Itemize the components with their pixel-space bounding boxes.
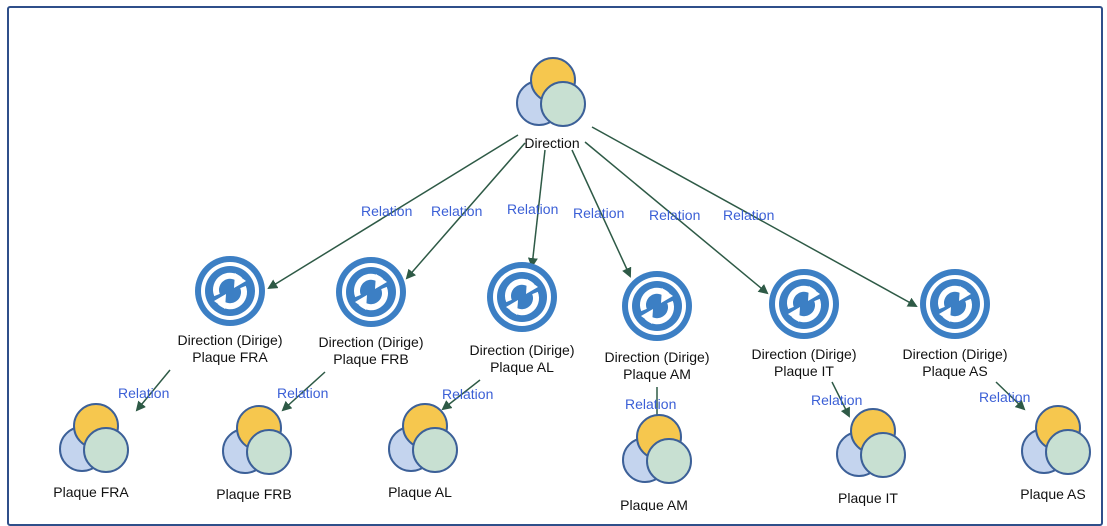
- entity-venn-icon: [222, 405, 292, 475]
- relationship-label-line1: Direction (Dirige): [469, 342, 574, 358]
- relationship-label-line2: Plaque AL: [490, 359, 554, 375]
- entity-venn-icon: [1021, 405, 1091, 475]
- relationship-node[interactable]: Direction (Dirige) Plaque AS: [902, 269, 1008, 379]
- entity-node[interactable]: Plaque AM: [620, 414, 692, 511]
- edge-fra: [135, 369, 171, 412]
- root-edge-labels: Relation Relation Relation Relation Rela…: [361, 201, 774, 223]
- relationship-node[interactable]: Direction (Dirige) Plaque FRB: [318, 257, 424, 367]
- edge-root-as: [591, 126, 918, 307]
- edge-label: Relation: [625, 396, 676, 412]
- edge-label: Relation: [649, 207, 700, 223]
- entity-node[interactable]: Plaque AL: [388, 403, 458, 500]
- edge-al: [441, 379, 481, 411]
- relationship-label-line2: Plaque AM: [623, 366, 691, 382]
- lower-edges: [135, 369, 1026, 427]
- edge-as: [995, 381, 1026, 411]
- entity-label: Plaque IT: [838, 490, 898, 506]
- edge-root-am: [571, 149, 632, 278]
- entity-venn-icon: [836, 408, 906, 478]
- refresh-cycle-icon: [487, 262, 557, 332]
- entity-node[interactable]: Plaque FRA: [53, 403, 129, 500]
- entity-label: Plaque AL: [388, 484, 452, 500]
- refresh-cycle-icon: [622, 271, 692, 341]
- entity-venn-icon: [622, 414, 692, 484]
- refresh-cycle-icon: [336, 257, 406, 327]
- relationship-label-line1: Direction (Dirige): [751, 346, 856, 362]
- relationship-node[interactable]: Direction (Dirige) Plaque AM: [604, 271, 710, 382]
- root-entity-label: Direction: [524, 135, 579, 151]
- edge-label: Relation: [723, 207, 774, 223]
- relationship-label-line1: Direction (Dirige): [902, 346, 1007, 362]
- entity-venn-icon: [388, 403, 458, 473]
- refresh-cycle-icon: [769, 269, 839, 339]
- entity-venn-icon: [516, 57, 586, 127]
- entity-label: Plaque FRA: [53, 484, 129, 500]
- edge-frb: [281, 371, 326, 412]
- relationship-node[interactable]: Direction (Dirige) Plaque FRA: [177, 256, 283, 365]
- relationship-node[interactable]: Direction (Dirige) Plaque AL: [469, 262, 575, 375]
- edge-label: Relation: [811, 392, 862, 408]
- relationship-label-line1: Direction (Dirige): [177, 332, 282, 348]
- refresh-cycle-icon: [920, 269, 990, 339]
- entity-node[interactable]: Plaque IT: [836, 408, 906, 506]
- entity-node[interactable]: Plaque AS: [1020, 405, 1091, 502]
- edge-label: Relation: [361, 203, 412, 219]
- relationship-label-line2: Plaque IT: [774, 363, 834, 379]
- edge-root-frb: [405, 142, 526, 280]
- edge-it: [831, 381, 850, 418]
- entity-label: Plaque FRB: [216, 486, 291, 502]
- root-entity[interactable]: Direction: [516, 57, 586, 151]
- edge-label: Relation: [573, 205, 624, 221]
- edge-root-it: [584, 141, 769, 295]
- edge-root-al: [527, 149, 546, 268]
- entity-node[interactable]: Plaque FRB: [216, 405, 292, 502]
- edge-label: Relation: [118, 385, 169, 401]
- edge-label: Relation: [979, 389, 1030, 405]
- relationship-node[interactable]: Direction (Dirige) Plaque IT: [751, 269, 857, 379]
- entity-label: Plaque AS: [1020, 486, 1085, 502]
- edge-label: Relation: [277, 385, 328, 401]
- edge-label: Relation: [431, 203, 482, 219]
- relationship-label-line2: Plaque FRB: [333, 351, 408, 367]
- relationship-label-line1: Direction (Dirige): [604, 349, 709, 365]
- entity-venn-icon: [59, 403, 129, 473]
- edge-root-fra: [267, 134, 519, 290]
- relationship-label-line2: Plaque AS: [922, 363, 987, 379]
- refresh-cycle-icon: [195, 256, 265, 326]
- edge-label: Relation: [507, 201, 558, 217]
- root-edges: [267, 126, 918, 307]
- relationship-diagram: Direction Relation Relation Relation Rel…: [53, 57, 1091, 511]
- relationship-label-line1: Direction (Dirige): [318, 334, 423, 350]
- entity-label: Plaque AM: [620, 497, 688, 511]
- edge-label: Relation: [442, 386, 493, 402]
- lower-edge-labels: Relation Relation Relation Relation Rela…: [118, 385, 1030, 412]
- relationship-label-line2: Plaque FRA: [192, 349, 268, 365]
